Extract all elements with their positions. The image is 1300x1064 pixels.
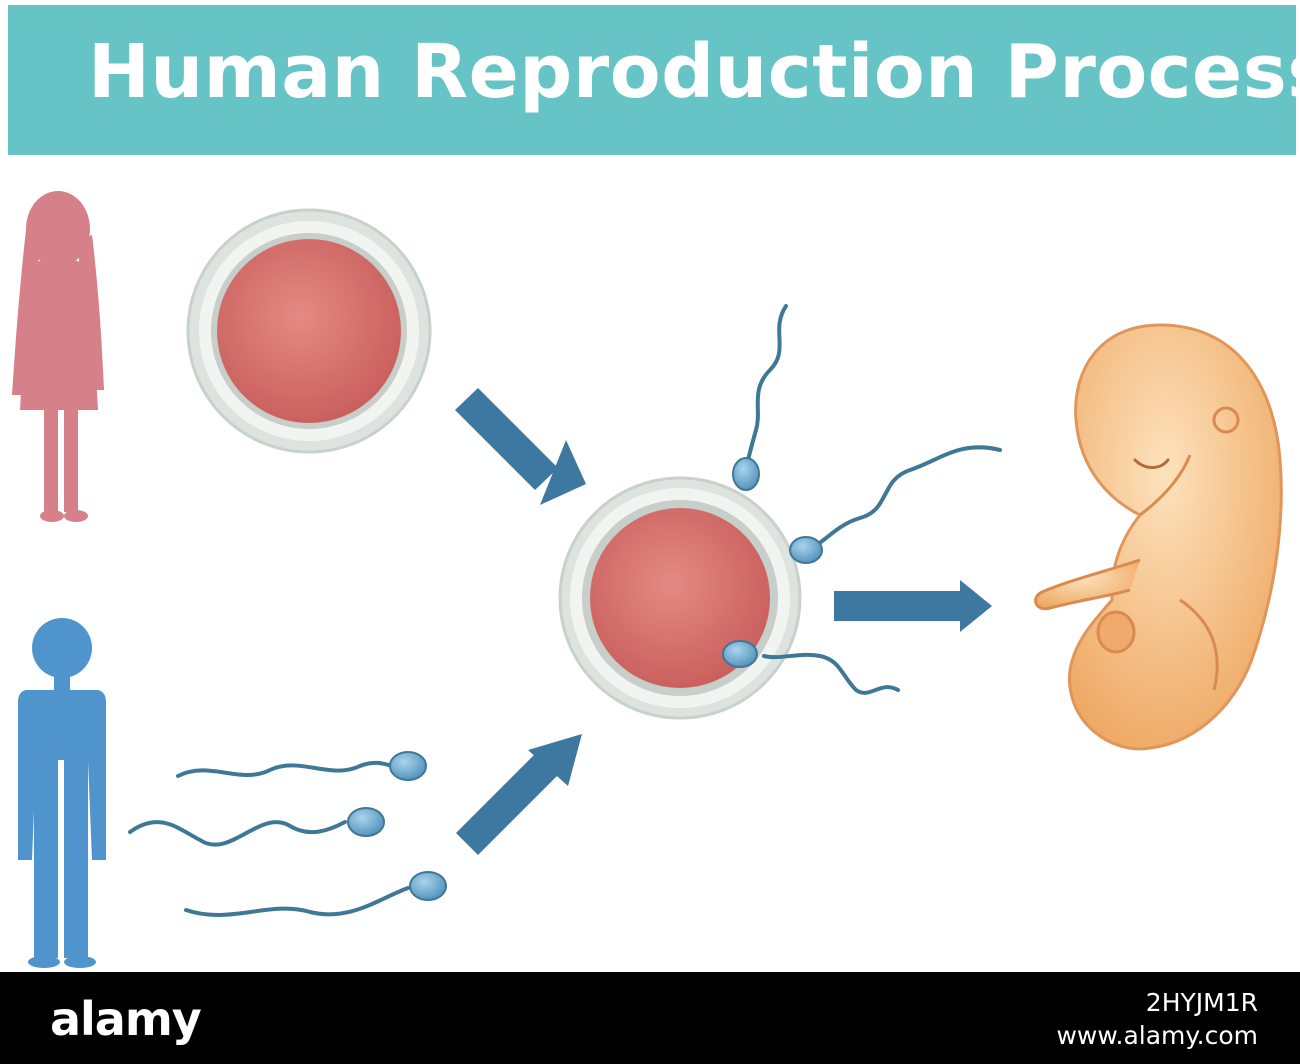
fertilized-egg (558, 476, 802, 720)
sperm-cell (184, 871, 447, 917)
female-silhouette (12, 191, 104, 522)
arrow-to-embryo (834, 580, 992, 632)
egg-cell (186, 208, 432, 454)
embryo (1034, 323, 1283, 751)
sperm-cell (128, 807, 385, 847)
page-title: Human Reproduction Process (88, 29, 1300, 115)
sperm-cell (789, 445, 1002, 564)
sperm-attached-group (722, 304, 1002, 695)
footer-bar: alamy 2HYJM1R www.alamy.com (0, 972, 1300, 1064)
sperm-cell (176, 751, 427, 781)
title-banner: Human Reproduction Process (8, 5, 1300, 155)
reproduction-diagram (12, 191, 1283, 968)
male-silhouette (18, 618, 106, 968)
footer-image-id: 2HYJM1R www.alamy.com (1056, 988, 1258, 1050)
sperm-cell (722, 640, 900, 695)
site-url: www.alamy.com (1056, 1021, 1258, 1050)
footer-logo: alamy (50, 992, 202, 1046)
sperm-cell (732, 304, 788, 491)
sperm-group (128, 751, 447, 917)
arrow-egg-to-fertilization (455, 388, 586, 505)
image-ref: 2HYJM1R (1145, 988, 1258, 1017)
arrow-sperm-to-fertilization (456, 734, 582, 855)
